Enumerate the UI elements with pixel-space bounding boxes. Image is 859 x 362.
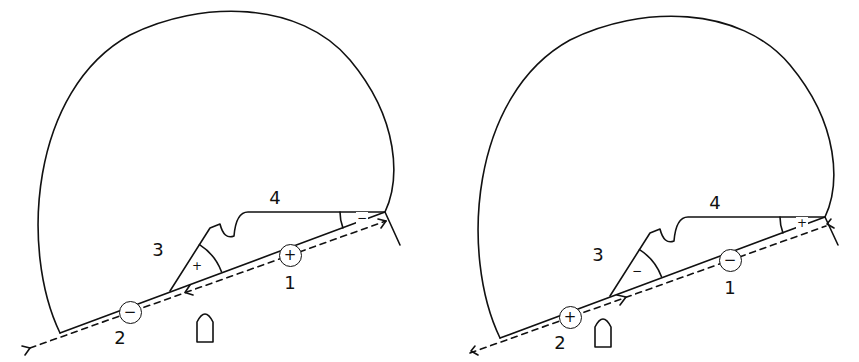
callout-number: 1: [724, 279, 735, 297]
sign-circle: +: [559, 306, 582, 329]
sign-circle: −: [119, 301, 142, 324]
arrow-chevron: [22, 346, 30, 355]
angle-sign: −: [631, 265, 643, 277]
sign-text: −: [124, 305, 137, 320]
hull-line: [60, 212, 385, 333]
sign-text: +: [564, 310, 577, 325]
sign-text: +: [284, 248, 297, 263]
sign-circle: +: [279, 244, 302, 267]
arrow-chevron: [378, 219, 386, 228]
probe-symbol: [197, 314, 213, 342]
left-figure: [22, 11, 400, 355]
dashed-axis: [470, 226, 826, 353]
callout-number: 1: [284, 274, 295, 292]
dome-outline: [38, 11, 400, 333]
hull-line: [500, 217, 825, 338]
callout-number: 2: [554, 334, 565, 352]
angle-arc: [340, 212, 343, 228]
angle-arc: [780, 217, 783, 233]
fin-lines: [170, 212, 385, 291]
angle-sign: −: [356, 212, 368, 224]
arrow-chevron: [471, 346, 478, 355]
dome-outline: [478, 16, 838, 338]
sign-text: −: [724, 253, 737, 268]
right-figure: [470, 16, 838, 355]
dashed-axis: [30, 221, 386, 348]
callout-number: 3: [152, 241, 163, 259]
callout-number: 4: [709, 194, 720, 212]
arrow-chevron: [617, 295, 626, 305]
callout-number: 4: [269, 189, 280, 207]
arrow-chevron: [185, 285, 193, 295]
sign-circle: −: [719, 249, 742, 272]
fin-lines: [610, 217, 825, 296]
arrow-chevron: [827, 219, 834, 228]
callout-number: 2: [114, 329, 125, 347]
probe-symbol: [595, 319, 611, 347]
angle-sign: +: [796, 217, 808, 229]
callout-number: 3: [592, 246, 603, 264]
angle-sign: +: [191, 260, 203, 272]
